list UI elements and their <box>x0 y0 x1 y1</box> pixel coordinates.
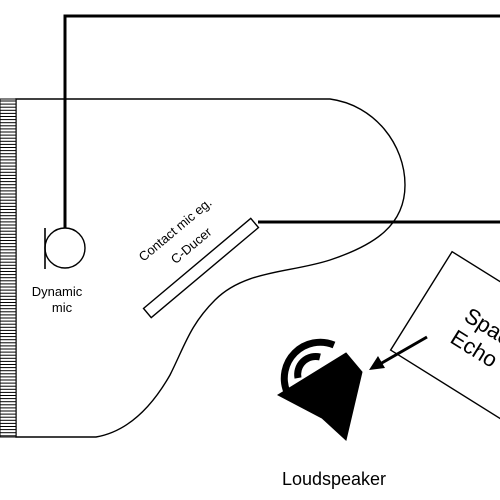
output-arrow <box>369 335 428 370</box>
space-echo-unit: Space Echo <box>389 250 500 431</box>
piano-body-outline <box>15 98 406 438</box>
space-echo-box <box>389 250 500 431</box>
output-arrow-head <box>369 356 385 370</box>
contact-mic <box>142 217 260 319</box>
loudspeaker-label: Loudspeaker <box>282 469 386 489</box>
loudspeaker-icon <box>276 338 363 441</box>
dynamic-mic-label-line1: Dynamic <box>32 284 83 299</box>
dynamic-mic <box>44 227 86 269</box>
dynamic-mic-label-line2: mic <box>52 300 73 315</box>
dynamic-mic-head <box>44 227 86 269</box>
piano-keyboard <box>0 98 17 438</box>
dynamic-mic-cable <box>63 14 500 228</box>
